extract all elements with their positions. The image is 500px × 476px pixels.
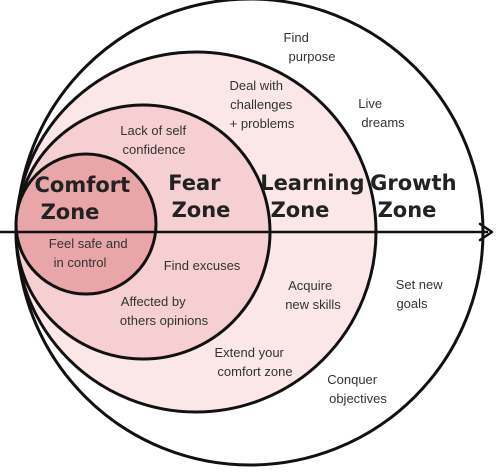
arrow-head-icon <box>478 222 494 242</box>
growth-note-goals: Set new goals <box>396 277 447 311</box>
comfort-zone-title: Comfort Zone <box>35 173 138 224</box>
fear-note-opinions: Affected by others opinions <box>120 294 209 328</box>
learning-zone-title: Learning Zone <box>260 171 372 222</box>
comfort-zone-circle <box>14 152 158 296</box>
growth-zone-title: Growth Zone <box>370 171 464 222</box>
growth-note-objectives: Conquer objectives <box>327 372 387 406</box>
growth-note-purpose: Find purpose <box>284 30 336 64</box>
growth-note-dreams: Live dreams <box>358 96 405 130</box>
learning-note-extend: Extend your comfort zone <box>215 345 293 379</box>
comfort-zone-note: Feel safe and in control <box>49 236 131 270</box>
fear-zone-title: Fear Zone <box>168 171 230 222</box>
learning-note-challenges: Deal with challenges + problems <box>229 78 295 131</box>
fear-note-excuses: Find excuses <box>164 258 241 273</box>
fear-note-confidence: Lack of self confidence <box>120 123 189 157</box>
learning-note-skills: Acquire new skills <box>285 278 341 312</box>
